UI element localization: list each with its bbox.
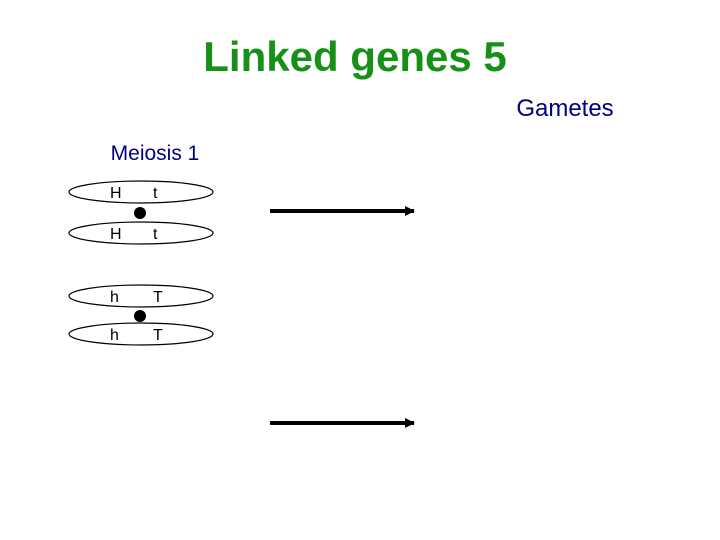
chromatid-outline <box>68 322 214 346</box>
slide-title: Linked genes 5 <box>203 33 507 80</box>
chromosome-pair-2: h T h T <box>68 284 214 346</box>
centromere-dot <box>134 207 146 219</box>
chromatid-1a: H t <box>68 180 214 204</box>
allele-label: h <box>110 327 119 344</box>
allele-label: H <box>110 185 122 202</box>
chromosome-pair-1: H t H t <box>68 180 214 245</box>
allele-label: T <box>153 289 163 306</box>
gametes-label: Gametes <box>516 95 614 122</box>
chromatid-outline <box>68 221 214 245</box>
chromatid-2a: h T <box>68 284 214 308</box>
allele-label: H <box>110 226 122 243</box>
chromatid-outline <box>68 180 214 204</box>
chromatid-2b: h T <box>68 322 214 346</box>
chromatid-1b: H t <box>68 221 214 245</box>
allele-label: t <box>153 185 158 202</box>
allele-label: t <box>153 226 158 243</box>
meiosis-label: Meiosis 1 <box>110 142 200 165</box>
centromere-dot <box>134 310 146 322</box>
allele-label: T <box>153 327 163 344</box>
chromatid-outline <box>68 284 214 308</box>
allele-label: h <box>110 289 119 306</box>
